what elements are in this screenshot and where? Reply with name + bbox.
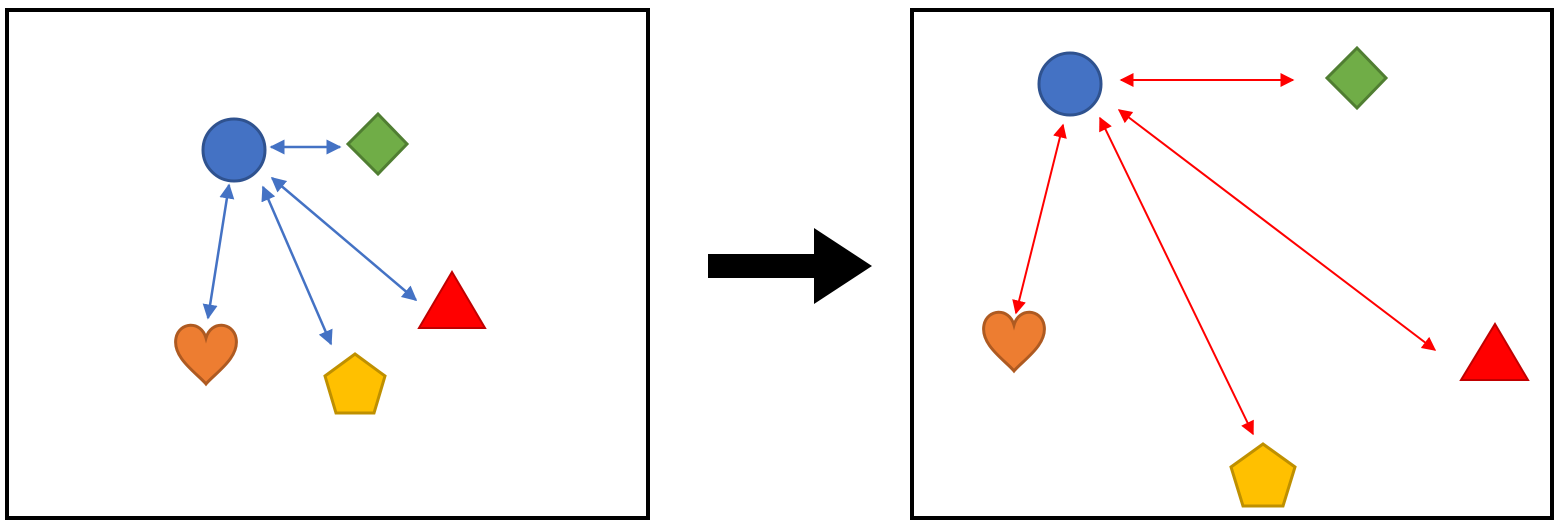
panel-before: [5, 8, 650, 520]
triangle-shape: [417, 270, 487, 329]
panel-after-links: [1012, 73, 1437, 436]
heart-shape: [982, 310, 1046, 374]
panel-before-frame: [5, 8, 650, 520]
panel-after: [910, 8, 1554, 520]
circle-shape: [201, 117, 267, 183]
link-circle-heart: [1012, 123, 1067, 315]
link-circle-heart: [202, 183, 235, 320]
panel-before-links: [202, 139, 418, 346]
circle-shape: [1037, 51, 1103, 117]
diamond-shape: [345, 111, 410, 177]
pentagon-shape: [1229, 442, 1297, 508]
pentagon-shape: [323, 352, 387, 415]
panel-after-frame: [910, 8, 1554, 520]
link-circle-triangle: [270, 177, 418, 301]
diamond-shape: [1324, 45, 1389, 111]
link-circle-triangle: [1117, 109, 1437, 351]
triangle-shape: [1459, 322, 1530, 381]
heart-shape: [174, 323, 238, 387]
right-arrow-icon: [708, 228, 872, 304]
